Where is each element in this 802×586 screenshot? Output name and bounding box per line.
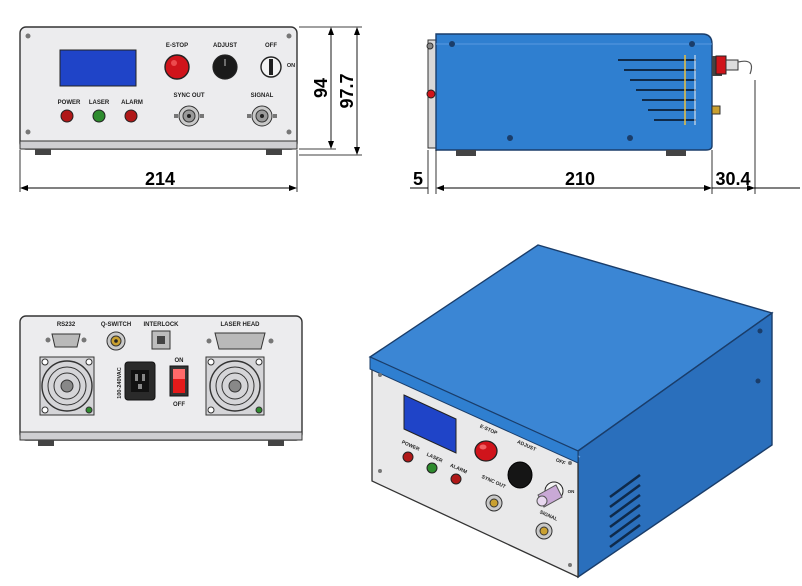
alarm-label: ALARM xyxy=(121,100,143,106)
signal-connector[interactable] xyxy=(247,105,277,127)
front-offset-dimension: 5 xyxy=(413,169,423,189)
q-switch-connector[interactable] xyxy=(106,331,126,351)
screw-icon xyxy=(449,41,455,47)
total-height-dimension: 97.7 xyxy=(337,73,357,108)
screw-icon xyxy=(378,373,382,377)
power-inlet[interactable] xyxy=(124,361,156,401)
screw-icon xyxy=(378,469,382,473)
width-dimension: 214 xyxy=(145,169,175,189)
switch-on-label: ON xyxy=(175,358,184,364)
adjust-knob[interactable] xyxy=(212,54,238,80)
screw-icon xyxy=(286,33,292,39)
side-view: 5 210 30.4 xyxy=(410,33,800,194)
screw-icon xyxy=(755,378,761,384)
screw-icon xyxy=(627,135,633,141)
rs232-port[interactable] xyxy=(45,333,87,348)
side-case xyxy=(435,33,713,151)
signal-label: SIGNAL xyxy=(251,93,274,99)
screw-icon xyxy=(286,129,292,135)
front-foot-right xyxy=(266,149,282,155)
lcd-display xyxy=(59,49,137,87)
rear-base xyxy=(19,431,303,441)
front-view: E-STOP ADJUST OFF ON POWER LASER ALARM S… xyxy=(19,26,362,192)
estop-button[interactable] xyxy=(164,54,190,80)
iso-sync-out-connector[interactable] xyxy=(485,494,503,512)
screw-icon xyxy=(25,129,31,135)
switch-off-label: OFF xyxy=(173,402,185,408)
iso-key-switch[interactable] xyxy=(536,481,564,508)
rear-view: RS232 Q-SWITCH INTERLOCK LASER HEAD xyxy=(19,315,303,446)
power-switch[interactable] xyxy=(169,365,189,397)
iso-off-label: OFF xyxy=(555,457,567,467)
screw-icon xyxy=(507,135,513,141)
screw-icon xyxy=(689,41,695,47)
off-label: OFF xyxy=(265,43,277,49)
iso-laser-led xyxy=(426,462,438,474)
screw-icon xyxy=(568,461,572,465)
power-label: POWER xyxy=(58,100,81,106)
iso-on-label: ON xyxy=(568,489,575,494)
side-vent-slots xyxy=(618,59,696,121)
alarm-led xyxy=(124,109,138,123)
iso-adjust-knob[interactable] xyxy=(507,461,533,489)
front-base xyxy=(19,140,298,150)
rs232-label: RS232 xyxy=(57,322,76,328)
depth-dimension: 210 xyxy=(565,169,595,189)
rear-offset-dimension: 30.4 xyxy=(715,169,750,189)
iso-view: POWER LASER ALARM E-STOP ADJUST OFF ON S… xyxy=(368,244,774,579)
front-foot-left xyxy=(35,149,51,155)
power-led xyxy=(60,109,74,123)
screw-icon xyxy=(568,563,572,567)
screw-icon xyxy=(757,328,763,334)
iso-signal-connector[interactable] xyxy=(535,522,553,540)
iso-power-led xyxy=(402,451,414,463)
laser-head-label: LASER HEAD xyxy=(220,322,260,328)
left-fan-icon xyxy=(39,356,95,416)
sync-out-label: SYNC OUT xyxy=(173,93,204,99)
iso-lcd-display xyxy=(403,394,457,454)
iso-estop-button[interactable] xyxy=(474,440,498,462)
screw-icon xyxy=(25,33,31,39)
voltage-label: 100-240VAC xyxy=(117,367,123,398)
adjust-label: ADJUST xyxy=(213,43,237,49)
laser-led xyxy=(92,109,106,123)
on-label: ON xyxy=(287,63,295,69)
iso-alarm-led xyxy=(450,473,462,485)
laser-head-port[interactable] xyxy=(206,332,274,350)
laser-label: LASER xyxy=(89,100,110,106)
interlock-label: INTERLOCK xyxy=(144,322,180,328)
interlock-port[interactable] xyxy=(151,330,171,350)
right-fan-icon xyxy=(205,356,265,416)
q-switch-label: Q-SWITCH xyxy=(101,322,131,328)
height-dimension: 94 xyxy=(311,78,331,98)
iso-vent-slots xyxy=(609,473,641,549)
estop-label: E-STOP xyxy=(166,43,188,49)
front-panel xyxy=(19,26,298,150)
sync-out-connector[interactable] xyxy=(174,105,204,127)
